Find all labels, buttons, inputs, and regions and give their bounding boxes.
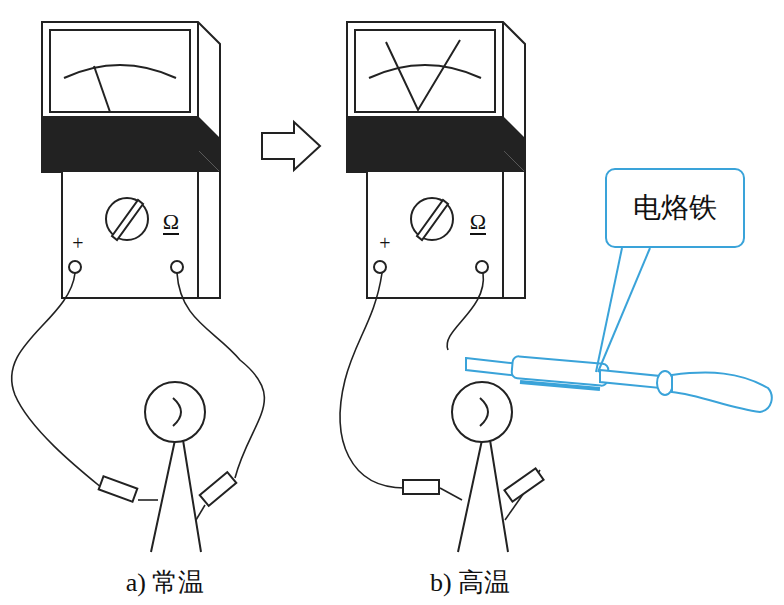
lead-sleeves <box>99 468 544 506</box>
thermistor-a <box>145 382 205 552</box>
terminal-plus: + <box>379 233 390 253</box>
needle-swing <box>386 40 460 110</box>
thermistor-b <box>452 382 512 552</box>
terminal-ohm: Ω <box>470 211 486 235</box>
terminal-plus: + <box>72 233 83 253</box>
meter-hot <box>347 22 525 298</box>
terminal-ohm: Ω <box>163 211 179 235</box>
wires <box>12 273 540 520</box>
needle <box>94 66 110 112</box>
hollow-arrow <box>262 122 320 170</box>
caption-label: b) 高温 <box>430 570 510 596</box>
callout-box: 电烙铁 <box>605 168 745 248</box>
meter-normal <box>42 22 220 298</box>
soldering-iron <box>466 356 772 412</box>
caption-label: a) 常温 <box>126 570 205 596</box>
callout-pointer <box>596 248 650 372</box>
callout-text: 电烙铁 <box>633 189 717 227</box>
